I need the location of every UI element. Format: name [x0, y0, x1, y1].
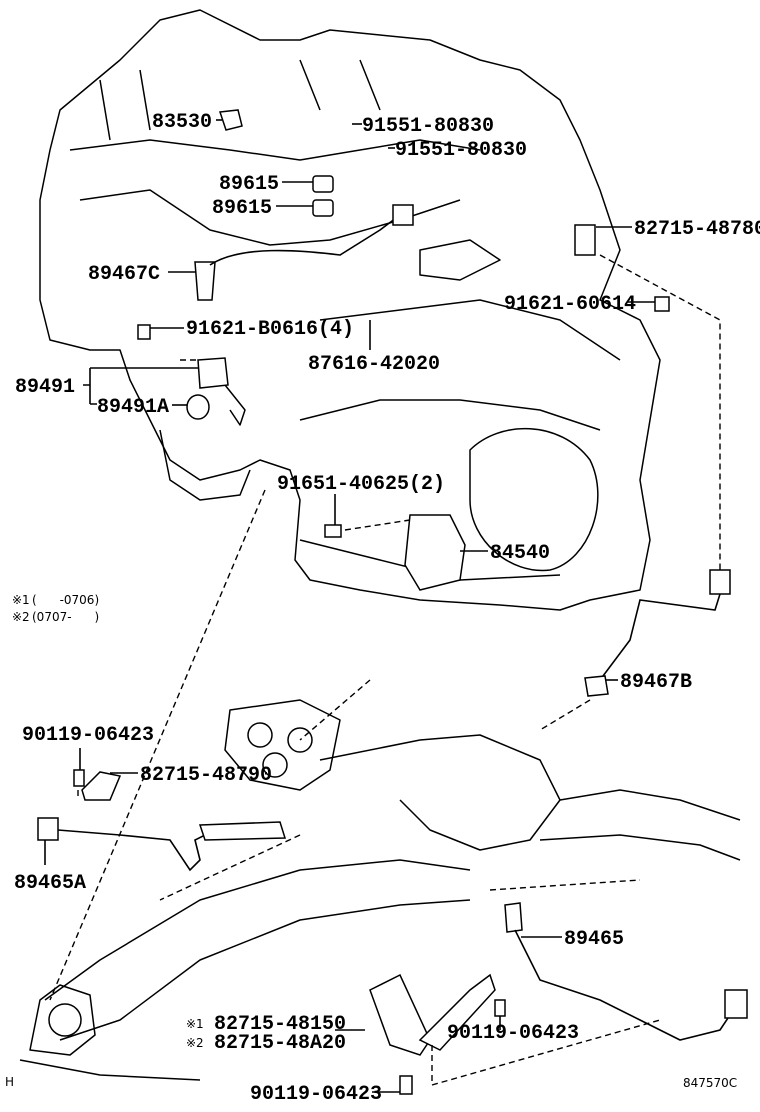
- label-91551-80830-a[interactable]: 91551-80830: [362, 115, 494, 138]
- bolt-91621-60614: [654, 296, 670, 312]
- label-83530[interactable]: 83530: [152, 111, 212, 134]
- label-87616-42020[interactable]: 87616-42020: [308, 353, 440, 376]
- note-1-range: ( -0706): [32, 593, 99, 607]
- parts-illustrations: [37, 109, 748, 1095]
- sensor-83530: [218, 109, 243, 131]
- note-mark-2: ※2: [186, 1036, 204, 1050]
- bolt-90119-b: [494, 999, 506, 1017]
- label-89615-a[interactable]: 89615: [219, 173, 279, 196]
- note-mark-1: ※1: [186, 1017, 204, 1031]
- sensor-89465: [504, 902, 523, 933]
- label-89465A[interactable]: 89465A: [14, 872, 86, 895]
- sensor-89467C: [194, 261, 216, 301]
- engine-illustration: [39, 9, 661, 611]
- note-1-mark: ※1: [12, 593, 30, 607]
- bracket-82715-48150: [369, 973, 431, 1056]
- sensor-89467B: [584, 675, 609, 697]
- part-labels: 83530 91551-80830 91551-80830 89615 8961…: [14, 111, 760, 1106]
- label-82715-48790[interactable]: 82715-48790: [140, 764, 272, 787]
- bracket-82715-48790: [81, 771, 122, 801]
- ring-89491A: [186, 394, 210, 420]
- label-91621-B0616[interactable]: 91621-B0616(4): [186, 318, 354, 341]
- label-89465[interactable]: 89465: [564, 928, 624, 951]
- label-90119-06423-c[interactable]: 90119-06423: [250, 1083, 382, 1106]
- label-90119-06423-b[interactable]: 90119-06423: [447, 1022, 579, 1045]
- label-84540[interactable]: 84540: [490, 542, 550, 565]
- sensor-89491: [197, 357, 229, 389]
- leader-lines: [44, 119, 655, 1093]
- connector-89465A: [37, 817, 59, 841]
- note-2-mark: ※2: [12, 610, 30, 624]
- label-82715-48780[interactable]: 82715-48780: [634, 218, 760, 241]
- exhaust-illustration: [19, 699, 741, 1081]
- applicability-notes: ※1 ( -0706) ※2 (0707- ): [12, 593, 99, 624]
- switch-84540: [404, 514, 466, 591]
- connector-89467B: [709, 569, 731, 595]
- label-89467C[interactable]: 89467C: [88, 263, 160, 286]
- illustration-id: 847570C: [683, 1076, 737, 1090]
- label-89615-b[interactable]: 89615: [212, 197, 272, 220]
- note-2-range: (0707- ): [32, 610, 99, 624]
- label-91621-60614[interactable]: 91621-60614: [504, 293, 636, 316]
- reference-dashed-lines: [49, 254, 721, 1086]
- sensor-89615-b: [312, 199, 334, 217]
- label-82715-48150[interactable]: 82715-48150: [214, 1013, 346, 1036]
- label-91651-40625[interactable]: 91651-40625(2): [277, 473, 445, 496]
- label-82715-48A20[interactable]: 82715-48A20: [214, 1032, 346, 1055]
- bolt-91651: [324, 524, 342, 538]
- bolt-91621-b0616: [137, 324, 151, 340]
- footer-code: H: [5, 1075, 14, 1089]
- label-89491A[interactable]: 89491A: [97, 396, 169, 419]
- sensor-89615-a: [312, 175, 334, 193]
- label-89491[interactable]: 89491: [15, 376, 75, 399]
- bolt-90119-a: [73, 769, 85, 787]
- label-91551-80830-b[interactable]: 91551-80830: [395, 139, 527, 162]
- label-89467B[interactable]: 89467B: [620, 671, 692, 694]
- bracket-82715-48780: [574, 224, 596, 256]
- bolt-90119-c: [399, 1075, 413, 1095]
- label-90119-06423-a[interactable]: 90119-06423: [22, 724, 154, 747]
